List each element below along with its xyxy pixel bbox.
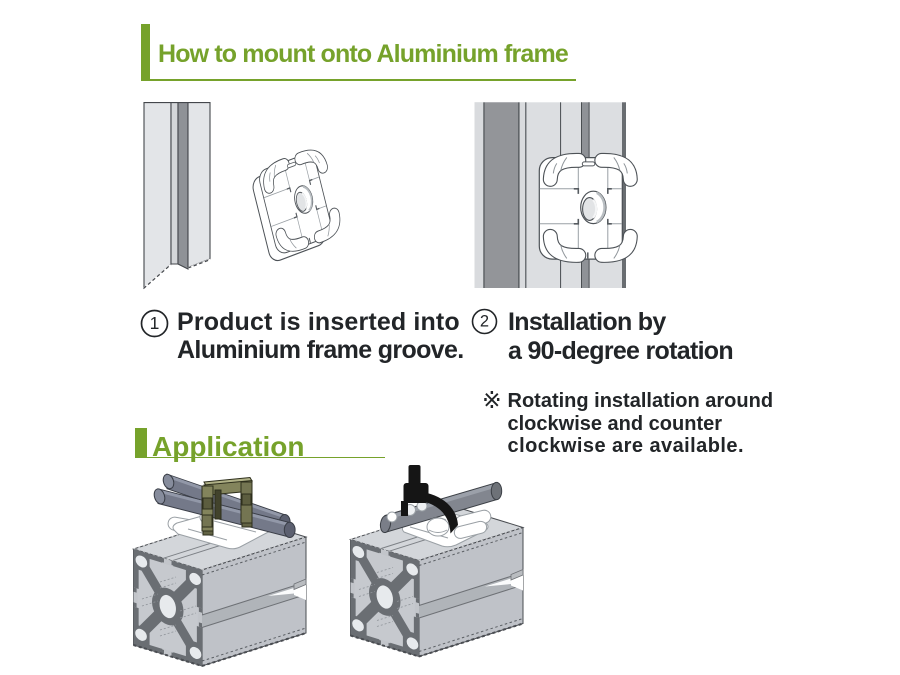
svg-text:1: 1 [150,313,160,333]
svg-text:2: 2 [480,313,489,331]
